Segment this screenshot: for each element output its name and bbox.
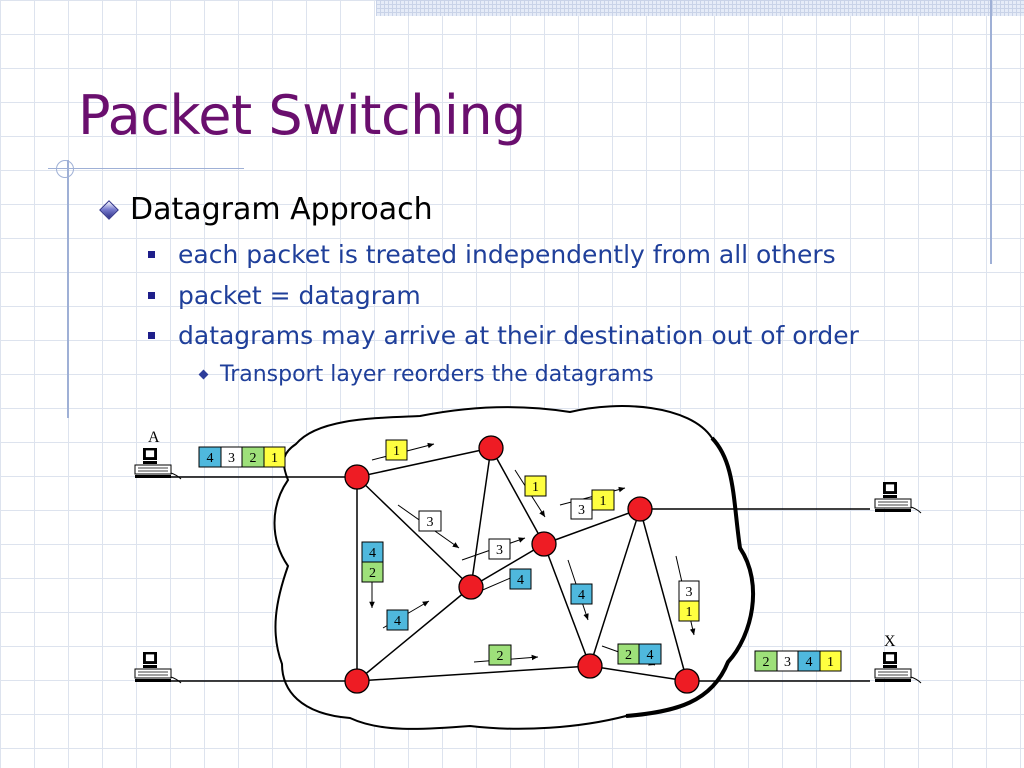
- packet-3-right: 3: [570, 498, 593, 520]
- network-links: [356, 447, 688, 682]
- packet-4-column: 4: [361, 541, 384, 563]
- packet-1-far-right: 1: [678, 600, 700, 622]
- receiver-packet: 4: [806, 655, 813, 670]
- svg-text:1: 1: [532, 480, 539, 495]
- small-diamond-bullet-icon: [198, 369, 209, 380]
- packet-1-top: 1: [385, 439, 408, 461]
- packet-2-column: 2: [361, 561, 384, 583]
- svg-text:1: 1: [600, 494, 607, 509]
- sender-packet: 3: [228, 451, 235, 466]
- receiver-packet: 1: [827, 655, 834, 670]
- svg-text:1: 1: [393, 444, 400, 459]
- sender-packet: 2: [250, 451, 257, 466]
- cloud-shadow-edge: [625, 436, 755, 718]
- bullet-l2-text: packet = datagram: [178, 281, 421, 310]
- station-b-computer-icon: [134, 651, 182, 684]
- svg-text:3: 3: [496, 543, 503, 558]
- packet-1-mid: 1: [524, 475, 547, 497]
- bullet-l2-text: each packet is treated independently fro…: [178, 240, 836, 269]
- bullet-datagram-approach: Datagram Approach: [98, 192, 433, 227]
- title-underline: [48, 168, 244, 169]
- svg-text:3: 3: [578, 503, 585, 518]
- svg-text:4: 4: [647, 648, 654, 663]
- bullet-l3-text: Transport layer reorders the datagrams: [220, 362, 654, 387]
- sender-packet: 1: [271, 451, 278, 466]
- top-decorative-band: [376, 0, 1024, 16]
- packet-2-bottom: 2: [488, 644, 512, 666]
- svg-text:4: 4: [369, 546, 376, 561]
- packet-2-pair: 2: [617, 643, 640, 665]
- diamond-bullet-icon: [99, 199, 119, 220]
- square-bullet-icon: [148, 251, 155, 258]
- bullet-out-of-order: datagrams may arrive at their destinatio…: [148, 321, 859, 350]
- right-accent-line: [990, 0, 992, 264]
- packet-3-far-right: 3: [678, 580, 700, 602]
- station-x-label: X: [884, 633, 896, 650]
- bullet-l2-text: datagrams may arrive at their destinatio…: [178, 321, 859, 350]
- packet-switching-diagram: A X 4 3 2 1 2 3 4 1 1: [134, 405, 922, 730]
- packet-4-right: 4: [570, 583, 593, 605]
- svg-text:3: 3: [427, 515, 434, 530]
- sender-packet: 4: [207, 451, 214, 466]
- receiver-packet: 2: [763, 655, 770, 670]
- slide-title: Packet Switching: [78, 84, 526, 147]
- packet-4-pair: 4: [638, 643, 662, 665]
- svg-text:1: 1: [686, 605, 693, 620]
- svg-text:4: 4: [394, 614, 401, 629]
- svg-text:2: 2: [625, 648, 632, 663]
- sender-queue: 4 3 2 1: [198, 446, 286, 468]
- packet-4-low: 4: [386, 609, 409, 631]
- svg-text:4: 4: [578, 588, 585, 603]
- station-a-label: A: [148, 429, 160, 446]
- station-x-computer-icon: [874, 651, 922, 684]
- switch-nodes: [344, 435, 700, 694]
- bullet-l1-text: Datagram Approach: [130, 192, 433, 227]
- svg-text:2: 2: [497, 649, 504, 664]
- left-accent-line: [67, 160, 69, 418]
- packet-3-center: 3: [488, 538, 511, 560]
- bullet-packet-datagram: packet = datagram: [148, 281, 421, 310]
- receiver-packet: 3: [784, 655, 791, 670]
- square-bullet-icon: [148, 332, 155, 339]
- station-a-computer-icon: [134, 447, 182, 480]
- svg-text:2: 2: [369, 566, 376, 581]
- station-c-computer-icon: [874, 481, 922, 514]
- square-bullet-icon: [148, 292, 155, 299]
- receiver-queue: 2 3 4 1: [754, 650, 842, 672]
- svg-text:4: 4: [517, 573, 524, 588]
- crosshair-ornament: [56, 160, 74, 178]
- packet-1-right: 1: [591, 489, 615, 511]
- svg-text:3: 3: [686, 585, 693, 600]
- packet-4-center: 4: [509, 568, 532, 590]
- bullet-transport-layer: Transport layer reorders the datagrams: [198, 362, 654, 387]
- bullet-independent: each packet is treated independently fro…: [148, 240, 836, 269]
- packet-3-diagonal: 3: [418, 510, 442, 532]
